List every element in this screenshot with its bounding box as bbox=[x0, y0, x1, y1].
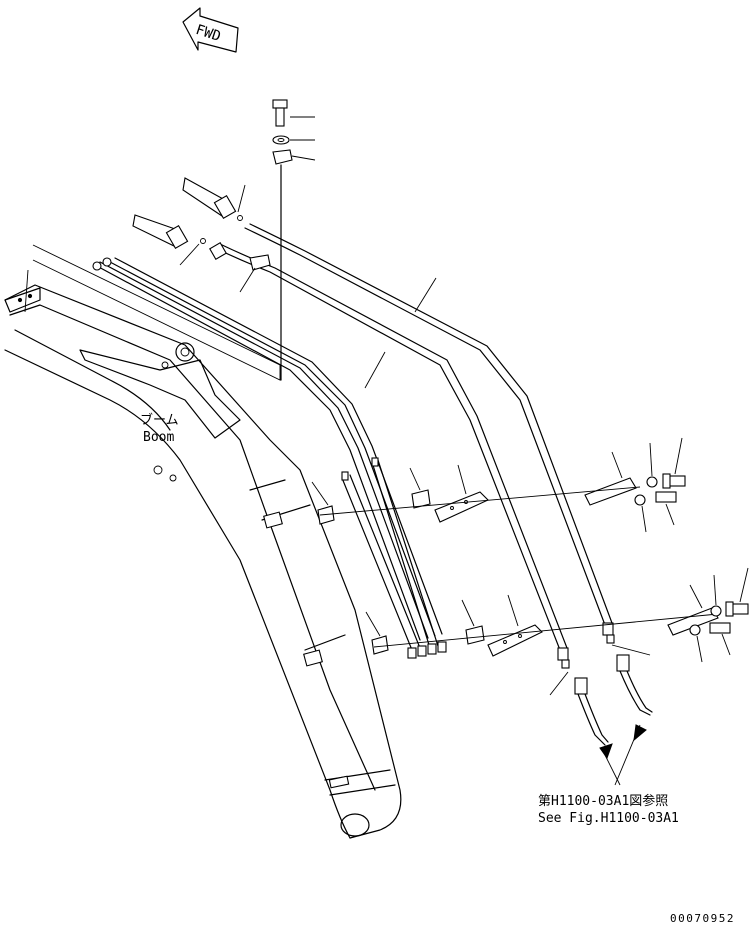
boom-label-jp: ブーム bbox=[140, 412, 179, 428]
top-hardware bbox=[272, 99, 316, 381]
fwd-label: FWD bbox=[194, 22, 223, 45]
hydraulic-hose-pair bbox=[32, 244, 443, 641]
drawing-number: 00070952 bbox=[670, 912, 735, 925]
boom-body bbox=[4, 284, 402, 839]
reference-label-en: See Fig.H1100-03A1 bbox=[538, 811, 679, 826]
reference-label-jp: 第H1100-03A1図参照 bbox=[538, 793, 668, 809]
pipe-clamps-lower bbox=[365, 567, 749, 663]
leader-lines bbox=[24, 269, 651, 786]
hose-end-fittings bbox=[574, 654, 653, 746]
boom-label-en: Boom bbox=[143, 430, 174, 445]
adapter-fittings bbox=[132, 177, 271, 293]
tube-bundle bbox=[341, 457, 447, 659]
pipe-clamps-upper bbox=[311, 437, 686, 533]
forward-arrow-icon: FWD bbox=[182, 7, 239, 53]
